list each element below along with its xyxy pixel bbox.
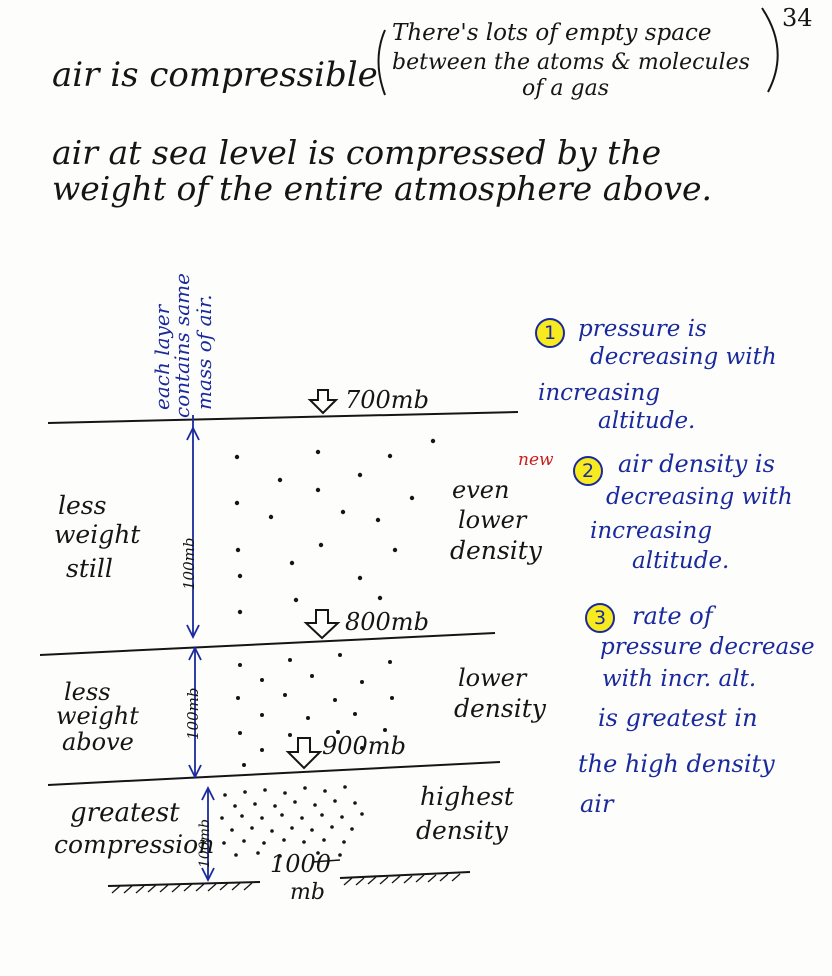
note-3-line-4: is greatest in: [598, 704, 758, 732]
line-700mb: [47, 411, 519, 424]
label-1000mb-number: 1000: [270, 850, 332, 878]
dots-top-layer: [234, 438, 436, 615]
note-3-line-6: air: [580, 790, 614, 818]
note-2-number-badge: 2: [573, 456, 603, 486]
dots-bottom-layer: [220, 785, 364, 858]
note-2-line-2: decreasing with: [606, 484, 793, 510]
layer-thickness-arrows: [186, 415, 215, 883]
note-2-line-4: altitude.: [632, 548, 730, 574]
right-label-middle-2: density: [454, 694, 546, 723]
vertical-note-line-2: contains same: [170, 273, 194, 418]
label-800mb: 800mb: [345, 608, 429, 636]
line-800mb: [39, 632, 496, 656]
note-1-number-badge: 1: [535, 318, 565, 348]
thickness-label-middle: 100mb: [184, 687, 202, 740]
intro-paren-line-2: between the atoms & molecules: [392, 50, 750, 75]
ground-hatching: [111, 873, 461, 894]
right-label-top-3: density: [450, 536, 542, 565]
left-label-bottom-1: greatest: [70, 798, 180, 828]
label-1000-dash: [311, 859, 341, 863]
left-label-middle-1: less: [64, 678, 111, 706]
left-label-top-1: less: [58, 491, 107, 520]
right-label-middle-1: lower: [458, 664, 527, 692]
right-label-bottom-2: density: [416, 816, 508, 845]
vertical-note-line-1: each layer: [150, 304, 174, 410]
right-label-top-1: even: [452, 476, 510, 504]
vertical-note-line-3: mass of air.: [192, 294, 216, 410]
note-3-number-badge: 3: [585, 603, 615, 633]
page-number: 34: [782, 4, 813, 32]
note-3-line-2: pressure decrease: [600, 634, 815, 660]
right-label-top-2: lower: [458, 506, 527, 534]
intro-line-compressible: air is compressible: [52, 55, 378, 95]
note-3-line-5: the high density: [578, 750, 775, 778]
ground-line-left: [107, 881, 261, 887]
label-900mb: 900mb: [322, 732, 406, 760]
open-paren: [377, 29, 386, 96]
arrow-700mb: [307, 389, 339, 415]
note-1-line-1: pressure is: [578, 316, 707, 342]
left-label-top-2: weight: [54, 520, 141, 549]
arrow-900mb: [285, 737, 323, 770]
left-label-middle-2: weight: [56, 702, 139, 730]
arrow-800mb: [303, 609, 341, 640]
right-label-bottom-1: highest: [420, 782, 514, 811]
ground-line-right: [339, 871, 471, 879]
intro-line-sea-level: air at sea level is compressed by the: [52, 133, 662, 172]
note-1-line-2: decreasing with: [590, 344, 777, 370]
intro-paren-line-1: There's lots of empty space: [392, 20, 712, 46]
note-3-line-1: rate of: [632, 602, 713, 630]
close-paren: [761, 7, 779, 93]
note-2-line-1: air density is: [618, 450, 775, 478]
note-1-line-4: altitude.: [598, 408, 696, 434]
left-label-top-3: still: [66, 554, 113, 583]
intro-line-weight: weight of the entire atmosphere above.: [52, 169, 713, 208]
left-label-bottom-2: compression: [54, 830, 215, 859]
pressure-arrows: [285, 389, 341, 770]
note-3-line-3: with incr. alt.: [602, 666, 757, 692]
left-label-middle-3: above: [62, 728, 134, 756]
thickness-label-top: 100mb: [180, 537, 198, 590]
note-2-line-3: increasing: [590, 518, 713, 544]
label-1000mb-unit: mb: [290, 880, 325, 905]
line-900mb: [47, 761, 501, 786]
new-tag: new: [518, 450, 554, 470]
note-1-line-3: increasing: [538, 380, 661, 406]
label-700mb: 700mb: [345, 386, 429, 414]
dots-middle-layer: [236, 653, 394, 767]
intro-paren-line-3: of a gas: [522, 76, 609, 101]
